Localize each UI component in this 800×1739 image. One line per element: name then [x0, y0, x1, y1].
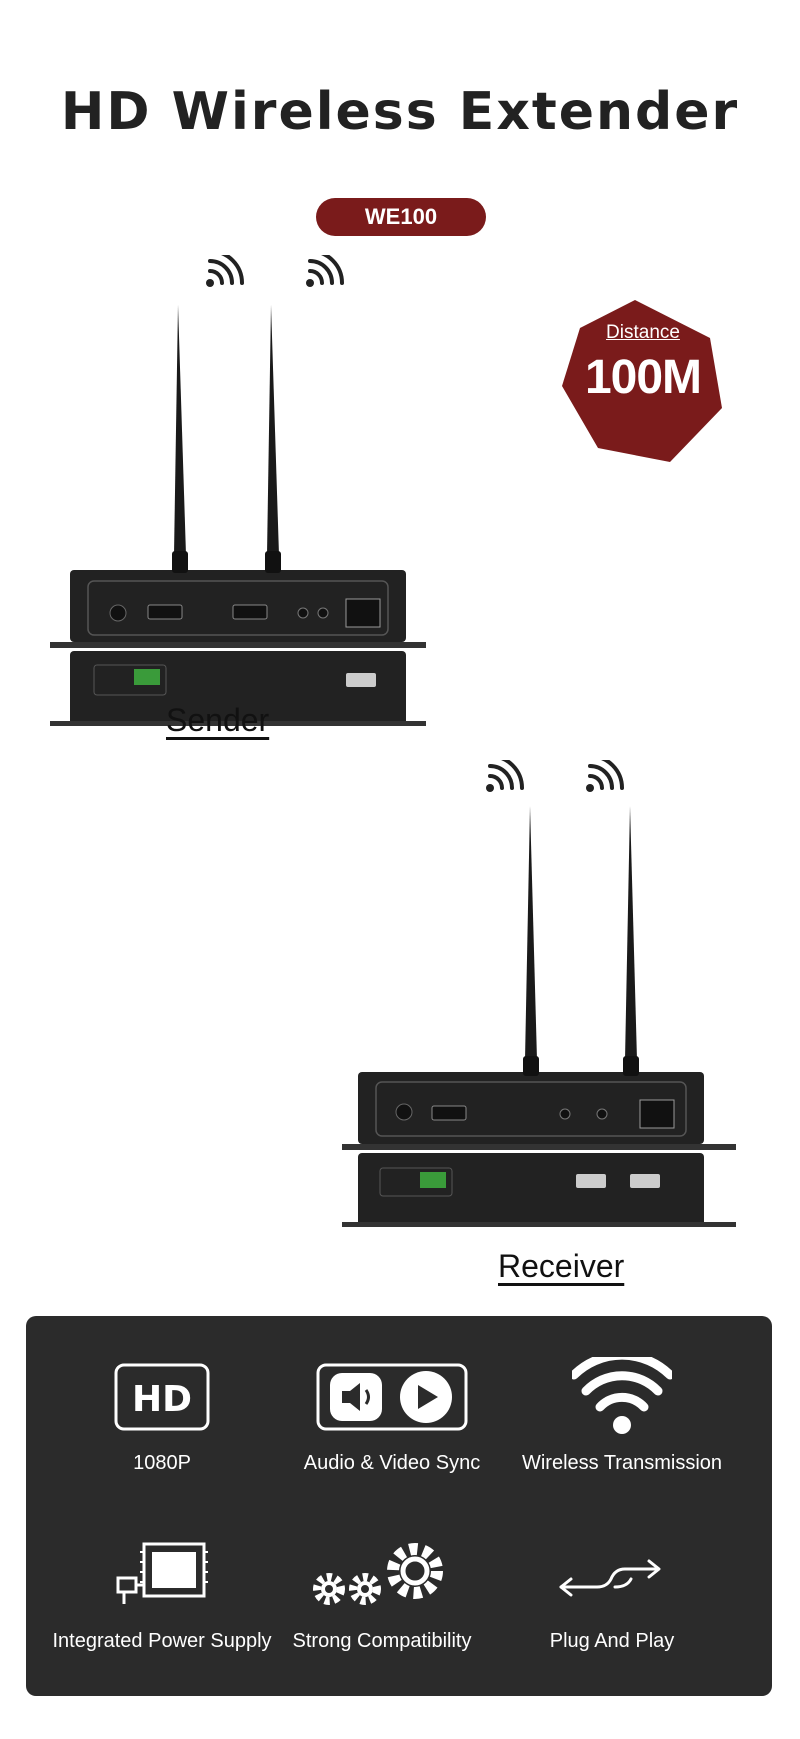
page-title: HD Wireless Extender	[60, 82, 740, 142]
distance-value: 100M	[584, 351, 702, 404]
feature-1080p: HD 1080P	[42, 1352, 282, 1475]
feature-label: Wireless Transmission	[521, 1452, 723, 1474]
receiver-label: Receiver	[498, 1248, 625, 1284]
sender-device	[50, 255, 426, 726]
gears-icon	[313, 1543, 443, 1605]
power-supply-icon	[116, 1542, 208, 1604]
distance-label: Distance	[606, 322, 680, 343]
feature-av-sync: Audio & Video Sync	[272, 1352, 512, 1475]
feature-plug-and-play: Plug And Play	[492, 1530, 732, 1653]
feature-label: 1080P	[133, 1452, 191, 1474]
plug-icon	[559, 1559, 661, 1597]
feature-power-supply: Integrated Power Supply	[42, 1530, 282, 1653]
feature-label: Integrated Power Supply	[52, 1630, 272, 1652]
distance-badge	[562, 300, 722, 462]
feature-compatibility: Strong Compatibility	[262, 1530, 502, 1653]
svg-text:HD: HD	[132, 1379, 192, 1420]
feature-wireless: Wireless Transmission	[502, 1352, 742, 1475]
audio-video-icon	[316, 1363, 468, 1431]
receiver-device	[342, 760, 736, 1227]
feature-label: Audio & Video Sync	[303, 1452, 481, 1474]
sender-label: Sender	[166, 702, 270, 738]
wifi-icon	[572, 1357, 672, 1434]
model-badge: WE100	[316, 198, 486, 236]
features-panel: HD 1080P Audio & Video Sync	[26, 1316, 772, 1696]
hd-icon: HD	[114, 1363, 210, 1431]
feature-label: Plug And Play	[549, 1630, 675, 1652]
wifi-signal-icon	[486, 760, 624, 792]
wifi-signal-icon	[206, 255, 344, 287]
feature-label: Strong Compatibility	[292, 1630, 472, 1652]
